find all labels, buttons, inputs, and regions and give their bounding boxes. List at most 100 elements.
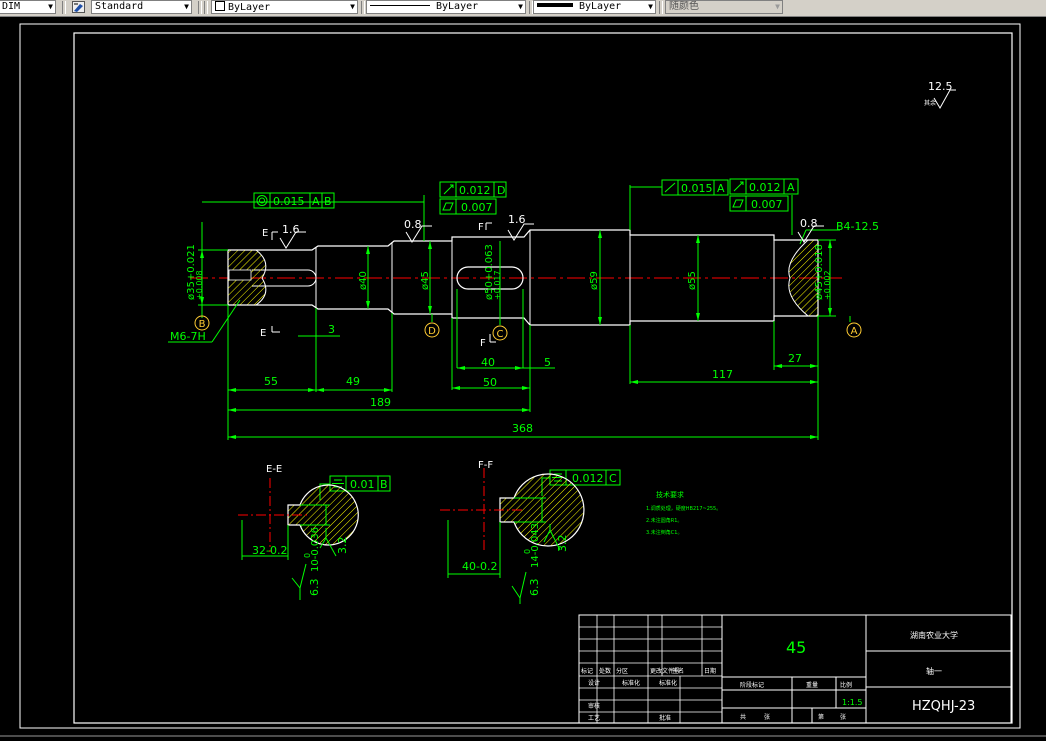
diameter-texts: ø35+0.021 +0.008 ø40 ø45 ø50+0.063 +0.01… (186, 244, 832, 300)
gdt-concentricity-datum-a: A (312, 195, 320, 208)
dim-49: 49 (346, 375, 360, 388)
datum-c: C (497, 329, 504, 340)
plotstyle-value: 随颜色 (669, 1, 699, 12)
roughness-4: 0.8 (800, 217, 818, 230)
datum-d: D (428, 326, 436, 337)
tech-line-2: 2.未注圆角R1。 (646, 517, 682, 524)
gdt-concentricity-datum-b: B (324, 195, 332, 208)
section-ff-title: F-F (478, 460, 493, 471)
dia-40: ø40 (358, 271, 369, 290)
tb-count: 处数 (599, 667, 611, 675)
dia-right: ø45+0.018 (814, 244, 825, 300)
sheet-border (19, 23, 1021, 729)
datum-b: B (199, 319, 206, 330)
ee-width: 32-0.2 (252, 544, 287, 557)
properties-toolbar: DIM ▼ Standard ▼ ByLayer ▼ ByLayer ▼ ByL… (0, 0, 1046, 17)
dim-27: 27 (788, 352, 802, 365)
dimstyle-value: DIM (2, 1, 21, 12)
ff-roughness-bottom: 6.3 (528, 579, 541, 597)
linetype-value: ByLayer (436, 1, 479, 12)
threaded-hole-left (228, 269, 252, 281)
dim-368: 368 (512, 422, 533, 435)
tb-page: 第 (818, 713, 824, 721)
shaft-main-view (190, 229, 842, 326)
toolbar-separator (529, 1, 533, 14)
tb-sheet: 张 (764, 713, 770, 721)
ff-keyway-zero: 0 (523, 549, 532, 554)
dimension-arrows (200, 230, 832, 439)
tb-standard: 标准化 (622, 679, 640, 687)
tb-review: 审核 (588, 702, 600, 710)
textstyle-combo[interactable]: Standard ▼ (91, 0, 192, 14)
tech-line-1: 1.调质处理，硬度HB217~255。 (646, 505, 721, 512)
gdt-runout-right-datum: A (787, 181, 795, 194)
drawing-canvas[interactable]: 55 49 3 40 5 50 117 27 189 368 B4-12.5 M… (0, 17, 1046, 741)
dia-left-low: +0.008 (195, 270, 204, 300)
ee-roughness-side: 3.2 (336, 537, 349, 555)
datum-letters: B D C A (199, 319, 858, 340)
title-school: 湖南农业大学 (910, 630, 958, 640)
chevron-down-icon: ▼ (775, 2, 780, 11)
tb-ratio: 比例 (840, 681, 852, 689)
section-e-bottom: E (260, 328, 266, 339)
tb-page-2: 张 (840, 713, 846, 721)
tb-zone: 分区 (616, 667, 628, 675)
dimension-texts: 55 49 3 40 5 50 117 27 189 368 B4-12.5 M… (170, 220, 879, 435)
ee-roughness-bottom: 6.3 (308, 579, 321, 597)
section-e-top: E (262, 228, 268, 239)
section-letters: E E F F (260, 222, 486, 349)
ee-keyway-zero: 0 (303, 553, 312, 558)
section-ee: E-E 32-0.2 10-0.036 0 3.2 6.3 (238, 464, 359, 600)
gdt-sym-ff-value: 0.012 (572, 472, 604, 485)
chevron-down-icon: ▼ (350, 2, 355, 11)
title-material: 45 (786, 638, 806, 657)
gdt-runout-mid-value: 0.012 (459, 184, 491, 197)
gdt-concentricity-value: 0.015 (273, 195, 305, 208)
gdt-cyl-mid-value: 0.007 (461, 201, 493, 214)
section-ee-title: E-E (266, 464, 282, 475)
linetype-combo[interactable]: ByLayer ▼ (366, 0, 526, 14)
plotstyle-combo[interactable]: 随颜色 ▼ (665, 0, 783, 14)
dia-45: ø45 (420, 271, 431, 290)
section-f-top: F (478, 222, 484, 233)
tb-mark: 标记 (581, 667, 593, 675)
roughness-values: 1.6 0.8 1.6 0.8 12.5 其余 (282, 80, 953, 236)
chamfer-label: B4-12.5 (836, 220, 879, 233)
chevron-down-icon: ▼ (48, 2, 53, 11)
dia-55: ø55 (687, 271, 698, 290)
roughness-general-suffix: 其余 (924, 99, 936, 107)
gdt-runout-right-value: 0.012 (749, 181, 781, 194)
dim-117: 117 (712, 368, 733, 381)
right-end-section (788, 239, 819, 317)
toolbar-separator (62, 1, 66, 14)
dia-59: ø59 (589, 271, 600, 290)
gdt-runout-mid-datum: D (497, 184, 505, 197)
tb-standard-2: 标准化 (659, 679, 677, 687)
thread-label: M6-7H (170, 330, 206, 343)
layer-combo[interactable]: ByLayer ▼ (211, 0, 358, 14)
section-f-bottom: F (480, 338, 486, 349)
dim-5: 5 (544, 356, 551, 369)
chevron-down-icon: ▼ (518, 2, 523, 11)
lineweight-combo[interactable]: ByLayer ▼ (533, 0, 656, 14)
layer-value: ByLayer (228, 2, 271, 13)
gdt-sym-ee-value: 0.01 (350, 478, 375, 491)
textstyle-value: Standard (95, 1, 144, 12)
dia-50: ø50+0.063 (484, 244, 495, 300)
tb-weight: 重量 (806, 681, 818, 689)
dim-189: 189 (370, 396, 391, 409)
gdt-sym-ff-datum: C (609, 472, 617, 485)
datum-a: A (851, 326, 858, 337)
dimension-lines (168, 185, 851, 440)
roughness-3: 1.6 (508, 213, 526, 226)
lineweight-value: ByLayer (579, 1, 622, 12)
tech-title: 技术要求 (656, 490, 684, 499)
text-style-icon[interactable] (72, 1, 85, 13)
gdt-frames (253, 178, 799, 500)
gdt-perp-right-datum: A (717, 182, 725, 195)
dimstyle-combo[interactable]: DIM ▼ (0, 0, 56, 14)
tb-total: 共 (740, 713, 746, 721)
tech-requirements: 技术要求 1.调质处理，硬度HB217~255。 2.未注圆角R1。 3.未注倒… (646, 490, 721, 536)
line-sample-icon (370, 5, 430, 6)
tech-line-3: 3.未注倒角C1。 (646, 529, 682, 536)
